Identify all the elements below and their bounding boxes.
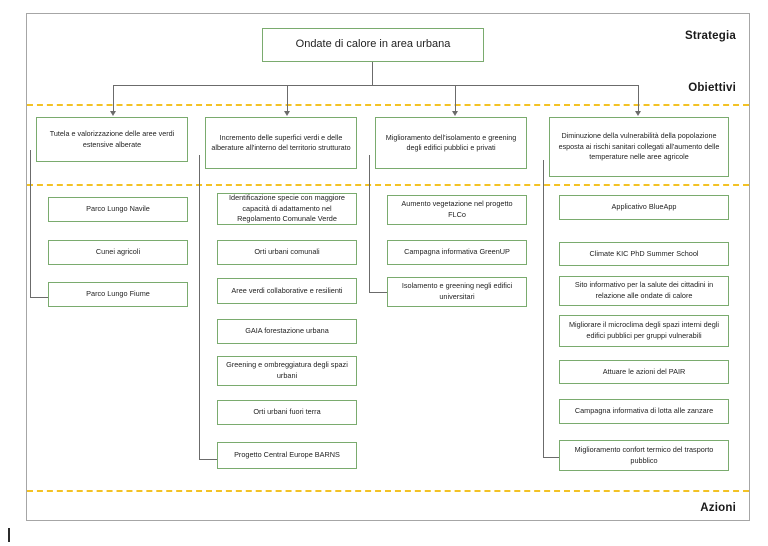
- connector-foot-col-4: [543, 456, 559, 458]
- tier-label-strategia: Strategia: [684, 30, 736, 42]
- action-node-4-5[interactable]: Attuare le azioni del PAIR: [559, 360, 729, 384]
- action-node-2-6[interactable]: Orti urbani fuori terra: [217, 400, 357, 425]
- connector-foot-col-2: [199, 458, 217, 460]
- arrow-obj-2: [283, 111, 290, 116]
- connector-spine-col-4: [543, 160, 544, 457]
- arrow-obj-4: [634, 111, 641, 116]
- objective-node-4[interactable]: Diminuzione della vulnerabilità della po…: [549, 117, 729, 177]
- action-node-2-7[interactable]: Progetto Central Europe BARNS: [217, 442, 357, 469]
- action-node-2-2[interactable]: Orti urbani comunali: [217, 240, 357, 265]
- tier-label-obiettivi: Obiettivi: [688, 82, 736, 94]
- action-node-4-7[interactable]: Miglioramento confort termico del traspo…: [559, 440, 729, 471]
- action-node-2-5[interactable]: Greening e ombreggiatura degli spazi urb…: [217, 356, 357, 386]
- tier-separator-obiettivi: [27, 104, 749, 106]
- connector-drop-obj-4: [638, 85, 640, 112]
- action-node-3-1[interactable]: Aumento vegetazione nel progetto FLCo: [387, 195, 527, 225]
- connector-spine-col-3: [369, 155, 370, 292]
- action-node-3-2[interactable]: Campagna informativa GreenUP: [387, 240, 527, 265]
- arrow-obj-1: [109, 111, 116, 116]
- connector-spine-col-1: [30, 150, 31, 297]
- diagram-frame: [26, 13, 750, 521]
- objective-node-3[interactable]: Miglioramento dell'isolamento e greening…: [375, 117, 527, 169]
- action-node-1-1[interactable]: Parco Lungo Navile: [48, 197, 188, 222]
- tier-separator-azioni-bottom: [27, 490, 749, 492]
- action-node-4-4[interactable]: Migliorare il microclima degli spazi int…: [559, 315, 729, 347]
- action-node-4-1[interactable]: Applicativo BlueApp: [559, 195, 729, 220]
- action-node-2-4[interactable]: GAIA forestazione urbana: [217, 319, 357, 344]
- action-node-4-3[interactable]: Sito informativo per la salute dei citta…: [559, 276, 729, 306]
- connector-drop-obj-1: [113, 85, 115, 112]
- action-node-1-3[interactable]: Parco Lungo Fiume: [48, 282, 188, 307]
- connector-drop-obj-2: [287, 85, 289, 112]
- action-node-2-1[interactable]: Identificazione specie con maggiore capa…: [217, 193, 357, 225]
- action-node-4-6[interactable]: Campagna informativa di lotta alle zanza…: [559, 399, 729, 424]
- arrow-obj-3: [451, 111, 458, 116]
- connector-foot-col-1: [30, 296, 48, 298]
- connector-spine-col-2: [199, 155, 200, 459]
- action-node-2-3[interactable]: Aree verdi collaborative e resilienti: [217, 278, 357, 304]
- connector-foot-col-3: [369, 291, 387, 293]
- connector-drop-obj-3: [455, 85, 457, 112]
- objective-node-1[interactable]: Tutela e valorizzazione delle aree verdi…: [36, 117, 188, 162]
- strategy-node[interactable]: Ondate di calore in area urbana: [262, 28, 484, 62]
- tier-label-azioni: Azioni: [700, 502, 736, 514]
- action-node-3-3[interactable]: Isolamento e greening negli edifici univ…: [387, 277, 527, 307]
- connector-objectives-bus: [113, 85, 638, 87]
- text-caret-artifact: [8, 528, 10, 542]
- connector-strategy-stem: [372, 62, 374, 85]
- tier-separator-azioni-top: [27, 184, 749, 186]
- action-node-4-2[interactable]: Climate KIC PhD Summer School: [559, 242, 729, 266]
- objective-node-2[interactable]: Incremento delle superfici verdi e delle…: [205, 117, 357, 169]
- action-node-1-2[interactable]: Cunei agricoli: [48, 240, 188, 265]
